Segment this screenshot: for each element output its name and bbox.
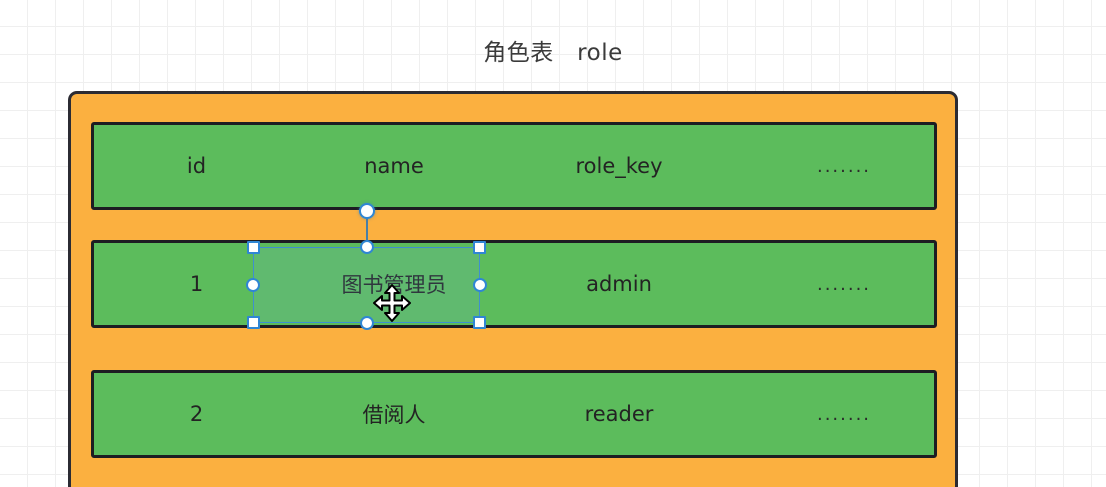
cell-more[interactable]: ....... [816,403,872,425]
cell-role-key[interactable]: reader [584,402,654,426]
cell-id[interactable]: 1 [189,272,204,296]
cell-name[interactable]: 图书管理员 [341,273,447,297]
table-row-header[interactable]: id name role_key ....... [91,122,937,210]
cell-more[interactable]: ....... [816,273,872,295]
page-title: 角色表 role [483,40,623,66]
cell-name[interactable]: 借阅人 [362,403,426,427]
cell-role-key[interactable]: admin [586,272,652,296]
cell-header-id: id [186,154,207,178]
table-row[interactable]: 2 借阅人 reader ....... [91,370,937,458]
cell-header-role-key: role_key [575,154,663,178]
cell-header-name: name [364,154,424,178]
entity-table-container[interactable]: id name role_key ....... 1 图书管理员 admin .… [68,91,958,487]
cell-header-more: ....... [816,155,872,177]
table-row[interactable]: 1 图书管理员 admin ....... [91,240,937,328]
cell-id[interactable]: 2 [189,402,204,426]
